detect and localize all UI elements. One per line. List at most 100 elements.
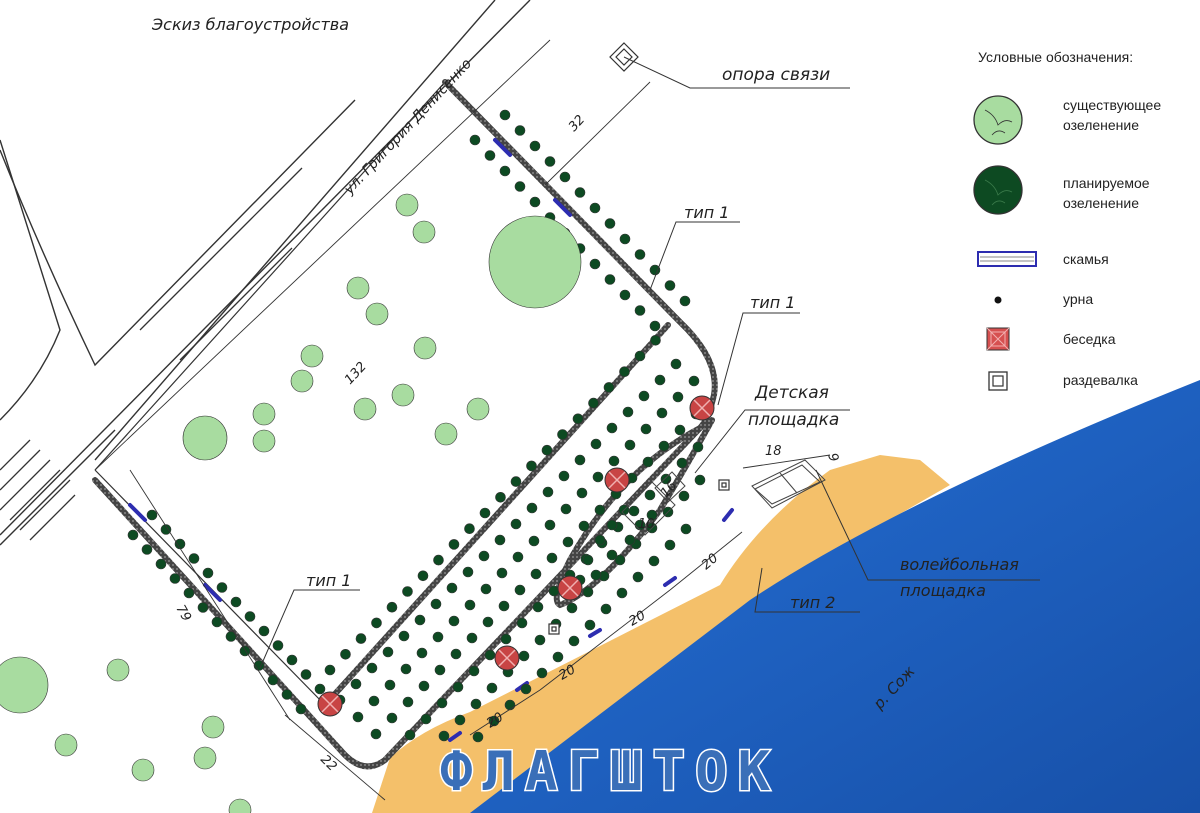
planned-tree	[300, 669, 312, 680]
planned-tree	[532, 601, 544, 613]
planned-tree	[574, 454, 586, 466]
planned-tree	[450, 648, 462, 660]
planned-tree	[544, 519, 556, 531]
legend-item-bin: урна	[1063, 291, 1093, 307]
dim-20-b: 20	[627, 608, 649, 629]
planned-tree	[160, 524, 172, 535]
planned-tree	[658, 440, 670, 452]
planned-tree	[646, 509, 658, 521]
planned-tree	[197, 602, 209, 613]
planned-tree	[614, 554, 626, 566]
planned-tree	[486, 682, 498, 694]
planned-tree	[679, 295, 691, 307]
legend-item-existing-line2: озеленение	[1063, 117, 1139, 133]
planned-tree	[592, 471, 604, 483]
planned-tree	[624, 534, 636, 546]
planned-tree	[510, 476, 522, 487]
planned-tree	[634, 249, 646, 260]
planned-tree	[664, 280, 676, 291]
planned-tree	[649, 264, 661, 276]
planned-tree	[400, 663, 412, 675]
planned-tree	[188, 553, 200, 564]
planned-tree	[694, 474, 706, 486]
planned-tree	[155, 558, 167, 570]
planned-tree	[295, 703, 307, 715]
planned-tree	[382, 646, 394, 658]
existing-tree	[300, 344, 324, 368]
planned-tree	[480, 583, 492, 595]
planned-tree	[603, 382, 615, 393]
planned-tree	[514, 181, 526, 192]
planned-tree	[127, 529, 139, 541]
planned-tree	[324, 664, 336, 676]
planned-tree	[578, 520, 590, 532]
playground	[621, 471, 686, 536]
planned-tree	[464, 523, 475, 535]
dim-9: 9	[824, 451, 841, 464]
planned-tree	[552, 651, 564, 663]
planned-tree	[368, 695, 380, 707]
legend-item-changing-cabin: раздевалка	[1063, 372, 1138, 388]
existing-tree	[365, 302, 389, 326]
gazebo-icon	[986, 327, 1010, 351]
planned-tree	[619, 289, 631, 301]
planned-tree	[624, 439, 636, 451]
planned-tree	[536, 667, 548, 679]
planned-tree	[466, 632, 478, 644]
comm-pole-label: опора связи	[722, 65, 830, 85]
bin-icon	[994, 296, 1002, 304]
planned-tree	[516, 617, 528, 629]
planned-tree	[526, 502, 538, 514]
planned-tree	[169, 573, 181, 584]
planned-tree	[594, 504, 606, 516]
planned-tree	[452, 681, 464, 693]
planned-tree	[622, 406, 634, 418]
planned-tree	[604, 218, 616, 229]
changing-cabin-icon	[988, 371, 1008, 391]
planned-tree	[530, 568, 542, 580]
planned-tree	[433, 554, 444, 566]
planned-tree	[534, 634, 546, 646]
planned-tree	[557, 429, 568, 440]
planned-tree	[417, 570, 429, 582]
planned-tree	[366, 662, 378, 674]
dim-32: 32	[566, 112, 588, 134]
planned-tree	[616, 587, 628, 599]
legend-item-planned-line1: планируемое	[1063, 175, 1150, 191]
beach-area	[372, 455, 950, 813]
planned-tree	[590, 438, 602, 450]
planned-tree	[514, 584, 526, 596]
existing-tree	[201, 715, 225, 739]
planned-tree	[448, 539, 460, 550]
planned-tree	[512, 551, 524, 563]
type2-label: тип 2	[790, 593, 835, 612]
dim-79: 79	[173, 603, 194, 625]
planned-tree	[600, 603, 612, 615]
watermark: ФЛАГШТОК	[440, 740, 780, 803]
planned-tree	[672, 391, 684, 403]
planned-tree	[202, 567, 214, 579]
planned-tree	[386, 601, 398, 613]
existing-tree	[353, 397, 377, 421]
page-title: Эскиз благоустройства	[151, 15, 349, 34]
planned-tree	[141, 544, 153, 555]
legend-title: Условные обозначения:	[978, 49, 1133, 65]
planned-tree	[448, 615, 460, 627]
existing-tree	[182, 415, 228, 461]
existing-tree	[252, 402, 276, 426]
planned-tree	[469, 134, 481, 146]
planned-tree	[494, 534, 506, 546]
planned-tree	[619, 366, 630, 378]
planned-tree	[267, 674, 279, 686]
volleyball-label-line1: волейбольная	[900, 555, 1019, 574]
planned-tree	[644, 489, 656, 501]
planned-tree	[211, 616, 223, 628]
planned-tree	[619, 233, 631, 245]
type1-label-right: тип 1	[750, 293, 795, 312]
planned-tree	[386, 712, 398, 724]
planned-tree	[634, 350, 646, 362]
river-area	[470, 380, 1200, 813]
gazebo-marker	[689, 395, 715, 421]
planned-greenery-group	[127, 109, 706, 743]
gazebos	[317, 395, 715, 717]
